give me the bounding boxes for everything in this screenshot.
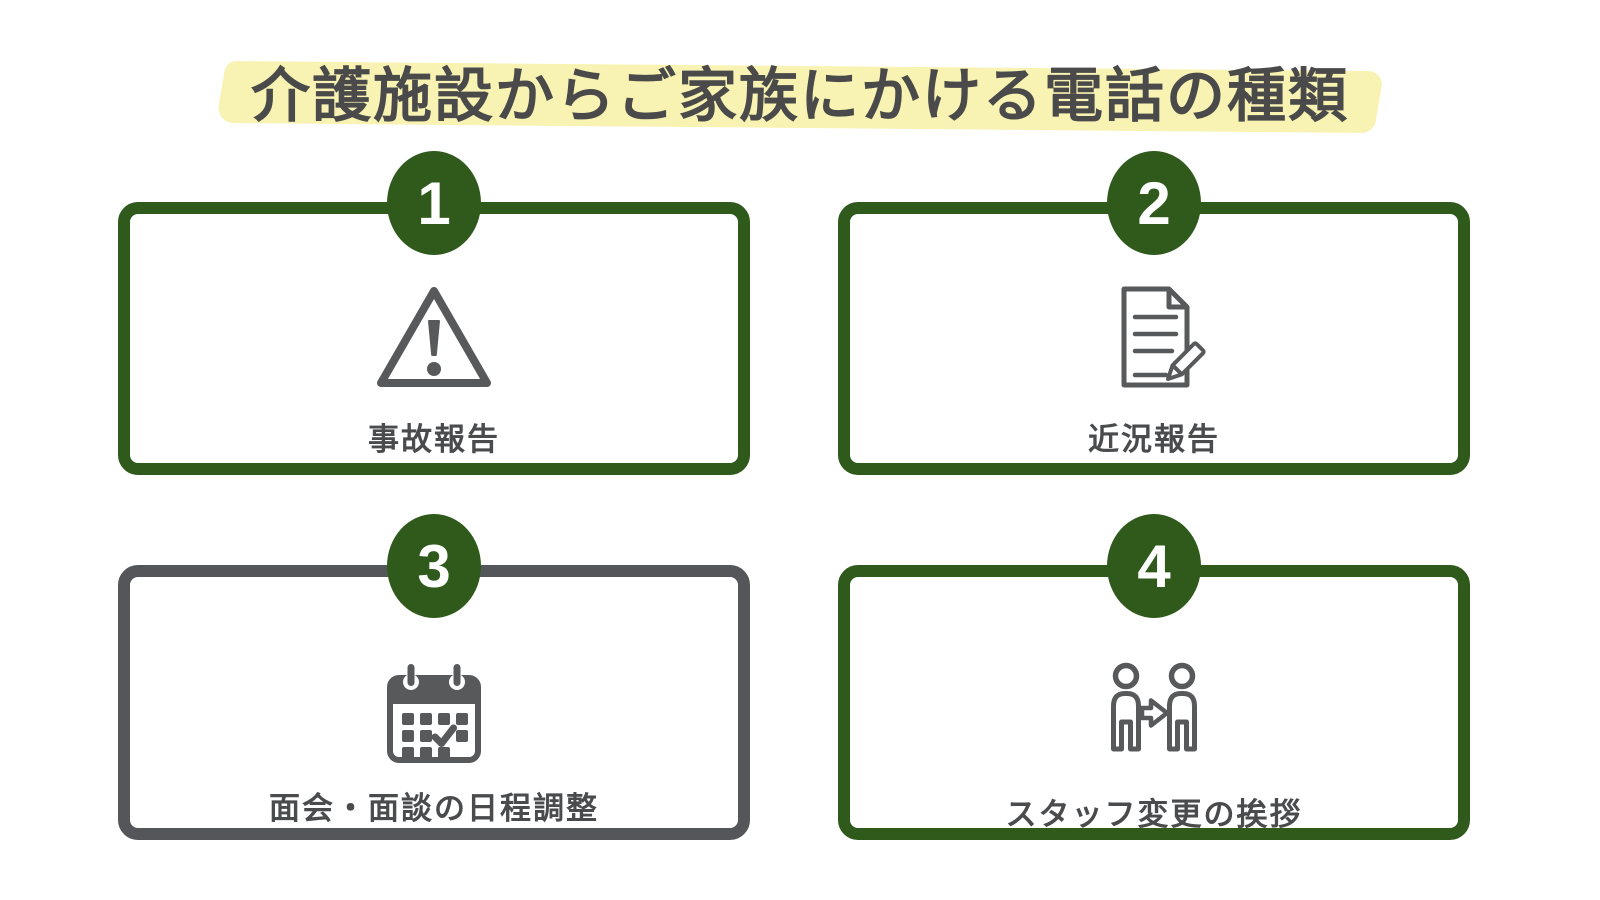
number-badge-4: 4: [1107, 514, 1201, 618]
people-transfer-svg: [1111, 662, 1197, 752]
card-staff-change: 4 スタッフ変更の挨拶: [838, 514, 1470, 840]
card-label: 面会・面談の日程調整: [269, 791, 599, 826]
page-title: 介護施設からご家族にかける電話の種類: [250, 63, 1349, 129]
number-badge-1: 1: [387, 151, 481, 255]
number-badge-2: 2: [1107, 151, 1201, 255]
card-label: 事故報告: [368, 422, 500, 457]
title-banner: 介護施設からご家族にかける電話の種類: [0, 50, 1600, 142]
number-badge-3: 3: [387, 514, 481, 618]
document-pencil-icon: [1094, 278, 1214, 398]
document-pencil-svg: [1121, 286, 1206, 388]
card-schedule-adjustment: 3 面会・面談の日程調整: [118, 514, 750, 840]
card-label: 近況報告: [1088, 422, 1220, 457]
card-number: 3: [417, 532, 451, 600]
card-number: 2: [1137, 169, 1171, 237]
card-label: スタッフ変更の挨拶: [1005, 797, 1303, 832]
calendar-check-icon: [374, 655, 494, 767]
warning-triangle-svg: [377, 287, 491, 387]
card-number: 4: [1137, 532, 1171, 600]
warning-triangle-icon: [373, 278, 495, 398]
people-transfer-icon: [1090, 655, 1218, 773]
card-number: 1: [417, 169, 451, 237]
calendar-check-svg: [387, 664, 481, 763]
card-status-report: 2 近況報告: [838, 151, 1470, 475]
card-accident-report: 1 事故報告: [118, 151, 750, 475]
